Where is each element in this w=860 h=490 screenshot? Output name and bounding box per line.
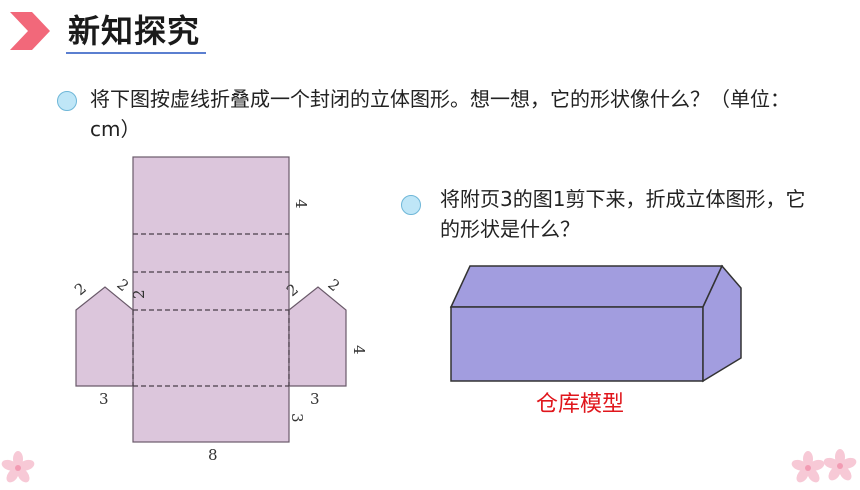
title-underline: [66, 52, 206, 54]
net-right-gable: [288, 286, 347, 387]
question-2-text: 将附页3的图1剪下来，折成立体图形，它的形状是什么？: [440, 187, 806, 241]
dim-right-bottom-3: 3: [310, 390, 320, 408]
page-title: 新知探究: [68, 12, 201, 50]
model-caption: 仓库模型: [536, 392, 625, 417]
chevron-icon: [10, 12, 50, 50]
dim-right-wall-4: 4: [350, 345, 368, 355]
model-gable-end: [702, 264, 742, 383]
dim-left-bottom-3: 3: [99, 390, 109, 408]
dim-top-4: 4: [292, 199, 310, 209]
bullet-icon: [401, 195, 421, 215]
question-1-text: 将下图按虚线折叠成一个封闭的立体图形。想一想，它的形状像什么？（单位：cm）: [90, 87, 790, 141]
dim-bottom-8: 8: [208, 446, 218, 464]
dim-vertical-3: 3: [288, 413, 306, 423]
model-front-face: [450, 306, 704, 382]
net-main-strip: [132, 156, 290, 443]
model-roof-slope: [449, 265, 724, 308]
bullet-icon: [57, 91, 77, 111]
flower-decoration-icon: [791, 449, 857, 483]
dim-middle-2: 2: [130, 289, 148, 299]
fold-lines: [132, 233, 290, 387]
net-left-gable: [75, 286, 134, 387]
flower-decoration-icon: [1, 451, 35, 483]
